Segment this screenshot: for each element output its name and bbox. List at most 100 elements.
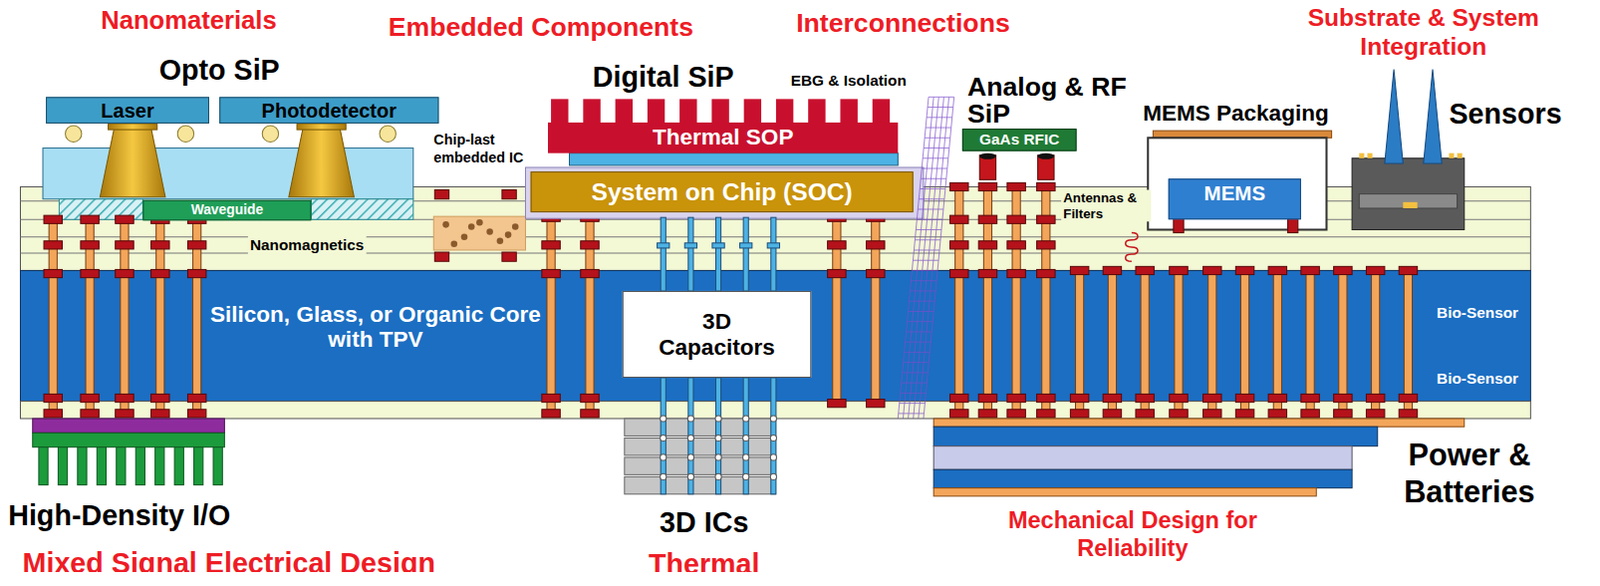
cladding-hatch	[310, 199, 413, 220]
module-title: High-Density I/O	[7, 498, 314, 533]
inductor-coil	[1125, 233, 1138, 263]
via-pad	[1268, 266, 1287, 274]
category-heading: Embedded Components	[336, 10, 746, 43]
via-pad	[950, 268, 969, 277]
nanoparticle	[486, 228, 494, 236]
via-pad	[43, 409, 62, 418]
via-pad	[187, 393, 206, 402]
via-pad	[1007, 241, 1026, 250]
micro-bump	[660, 415, 667, 422]
ebg-line	[906, 330, 933, 332]
via-pad	[1398, 266, 1417, 274]
sensor-layer	[1358, 194, 1457, 209]
via-pad	[80, 409, 99, 418]
via-pad	[978, 182, 997, 191]
via-post	[1174, 269, 1183, 413]
heat-fin	[550, 98, 568, 124]
ebg-line	[902, 371, 929, 373]
opto-carrier	[42, 148, 414, 200]
via-post	[1371, 269, 1380, 413]
via-pad	[950, 409, 969, 418]
rf-bump-top	[1038, 153, 1055, 160]
io-pin	[57, 447, 67, 486]
nanoparticle	[476, 219, 484, 227]
ebg-line	[923, 96, 955, 419]
embedded-pad	[502, 252, 517, 262]
via-post	[1306, 269, 1315, 413]
micro-bump	[660, 434, 667, 441]
sensor-spike	[1384, 69, 1403, 164]
ebg-line	[910, 289, 937, 291]
category-heading: Substrate & System Integration	[1270, 2, 1577, 62]
embedded-pad	[434, 252, 449, 262]
ebg-line	[913, 249, 940, 251]
ebg-line	[920, 178, 947, 180]
via-post	[1140, 269, 1149, 413]
ebg-line	[897, 96, 929, 419]
via-post	[1107, 269, 1116, 413]
module-title: Sensors	[1448, 96, 1598, 131]
ebg-line	[907, 320, 934, 322]
via-pad	[978, 241, 997, 250]
component-text: System on Chip (SOC)	[591, 177, 853, 206]
tsv-pad	[657, 243, 670, 249]
gold-via	[99, 127, 166, 198]
via-pad	[1365, 266, 1384, 274]
feature-label: Bio-Sensor	[1436, 369, 1519, 388]
stacked-die	[624, 457, 777, 475]
ebg-line	[909, 300, 936, 302]
gold-pad	[108, 123, 158, 130]
via-pad	[115, 393, 134, 402]
tsv-pad	[740, 243, 753, 249]
via-pad	[978, 393, 997, 402]
io-pin	[116, 447, 126, 486]
via-pad	[187, 409, 206, 418]
nanoparticle	[505, 231, 513, 239]
ebg-line	[918, 96, 950, 419]
io-pin	[194, 447, 204, 486]
ebg-line	[917, 208, 944, 210]
nanoparticle	[512, 223, 520, 231]
via-pad	[1268, 409, 1287, 418]
stacked-die	[624, 476, 777, 494]
ebg-line	[919, 188, 946, 190]
via-pad	[1169, 393, 1188, 402]
via-pad	[978, 409, 997, 418]
via-pad	[866, 268, 885, 277]
via-pad	[580, 241, 599, 250]
mems-package	[1147, 137, 1327, 230]
ebg-line	[908, 96, 940, 419]
component-text: Silicon, Glass, or Organic Core with TPV	[207, 300, 544, 353]
via-pad	[1037, 268, 1056, 277]
via-pad	[1007, 182, 1026, 191]
via-pad	[1398, 393, 1417, 402]
micro-bump	[660, 473, 667, 480]
embedded-ic	[433, 216, 526, 251]
via-pad	[950, 241, 969, 250]
sensor-spike	[1423, 69, 1442, 164]
micro-bump	[687, 473, 694, 480]
module-title: Power & Batteries	[1366, 436, 1572, 511]
micro-bump	[715, 454, 722, 461]
via-pad	[1169, 266, 1188, 274]
via-pad	[151, 393, 170, 402]
category-heading: Mechanical Design for Reliability	[964, 506, 1302, 563]
io-board	[32, 432, 226, 447]
micro-bump	[770, 434, 777, 441]
ebg-line	[904, 351, 931, 353]
via-pad	[541, 409, 560, 418]
solder-ball	[65, 125, 82, 142]
via-pad	[1365, 409, 1384, 418]
via-pad	[1037, 241, 1056, 250]
solder-ball	[379, 125, 396, 142]
via-pad	[1301, 266, 1320, 274]
via-pad	[1037, 409, 1056, 418]
sensor-pad	[1457, 153, 1463, 159]
via-pad	[1235, 393, 1254, 402]
gold-via	[288, 127, 355, 198]
via-pad	[1203, 393, 1222, 402]
category-heading: Thermal	[632, 546, 776, 572]
heat-fin	[872, 98, 890, 124]
category-heading: Mixed Signal Electrical Design	[22, 545, 595, 572]
module-title: MEMS Packaging	[1142, 99, 1362, 127]
